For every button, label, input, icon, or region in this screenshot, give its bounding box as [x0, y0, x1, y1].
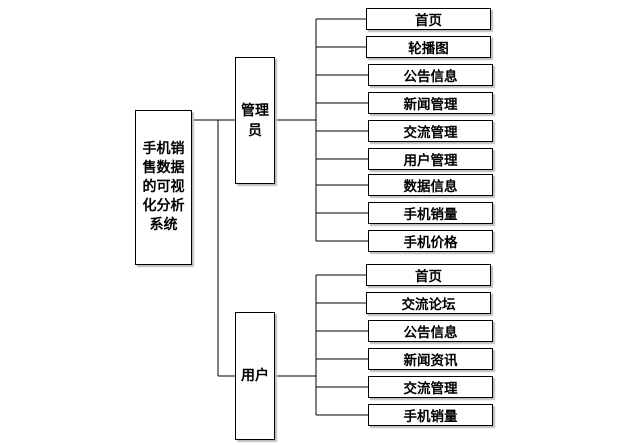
- admin-leaf-7: 数据信息: [368, 174, 493, 196]
- user-leaf-1: 首页: [366, 264, 491, 286]
- admin-leaf-3: 公告信息: [368, 64, 493, 86]
- branch-node-admin: 管理员: [235, 57, 275, 184]
- admin-leaf-8: 手机销量: [368, 202, 493, 224]
- admin-leaf-2: 轮播图: [366, 36, 491, 58]
- admin-leaf-1: 首页: [366, 8, 491, 30]
- admin-leaf-4: 新闻管理: [368, 92, 493, 114]
- admin-leaf-5: 交流管理: [368, 120, 493, 142]
- admin-leaf-9: 手机价格: [368, 230, 493, 252]
- admin-leaf-6: 用户管理: [368, 148, 493, 170]
- user-leaf-2: 交流论坛: [366, 292, 491, 314]
- user-leaf-4: 新闻资讯: [368, 348, 493, 370]
- user-leaf-3: 公告信息: [368, 320, 493, 342]
- user-leaf-5: 交流管理: [368, 376, 493, 398]
- branch-node-user: 用户: [235, 312, 275, 440]
- root-node: 手机销售数据的可视化分析系统: [135, 110, 192, 265]
- user-leaf-6: 手机销量: [368, 404, 493, 426]
